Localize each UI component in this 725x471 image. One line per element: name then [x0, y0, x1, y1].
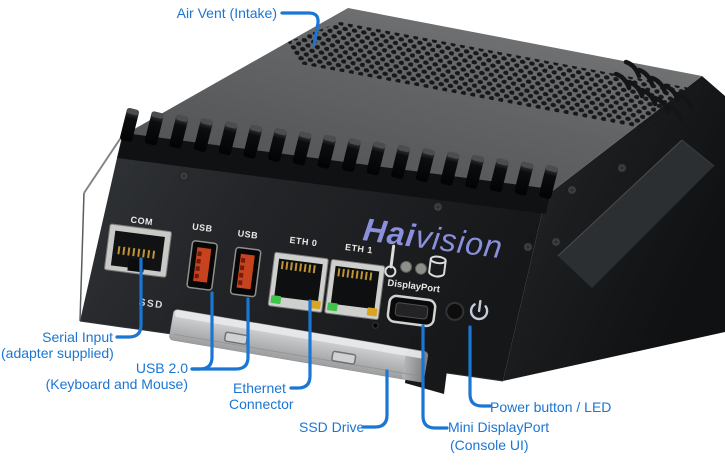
- ssd-panel-label: SSD: [138, 297, 164, 311]
- temperature-icon: [384, 244, 397, 278]
- air-vent-callout-label: Air Vent (Intake): [176, 5, 277, 21]
- callout-line-ethernet: [289, 299, 312, 390]
- callout-line-air-vent: [280, 11, 320, 47]
- screw-icon: [566, 184, 578, 196]
- callout-line-ssd: [361, 369, 389, 429]
- ethernet-callout-label-2: Connector: [229, 396, 294, 412]
- front-left-chamfer: [83, 135, 123, 194]
- ssd-callout-label: SSD Drive: [299, 419, 365, 435]
- callout-line-serial: [115, 257, 143, 339]
- front-left-edge: [79, 192, 85, 322]
- usb-port-2: [229, 246, 262, 298]
- screw-icon: [616, 162, 628, 174]
- eth0-label: ETH 0: [289, 235, 318, 248]
- usb-port-1: [186, 240, 218, 291]
- usb1-label: USB: [192, 221, 214, 234]
- storage-drive-icon: [428, 255, 447, 278]
- screw-icon: [432, 201, 444, 213]
- front-panel-ports: COM USB USB ETH 0: [104, 215, 489, 329]
- usb2-label: USB: [237, 228, 259, 241]
- temperature-led: [400, 260, 413, 273]
- mini-dp-callout-label-2: (Console UI): [450, 437, 529, 453]
- eth1-activity-led: [366, 307, 378, 317]
- eth1-label: ETH 1: [344, 242, 373, 255]
- mini-dp-callout-label-1: Mini DisplayPort: [448, 419, 550, 435]
- com-label: COM: [130, 215, 154, 228]
- mini-displayport-port: [386, 294, 437, 328]
- usb-callout-label-2: (Keyboard and Mouse): [45, 376, 188, 392]
- callout-line-usb2: [190, 297, 250, 371]
- power-callout-label: Power button / LED: [490, 399, 612, 415]
- eth-port-0: [267, 251, 329, 313]
- ssd-drive: [169, 309, 429, 383]
- callout-line-mini-dp: [421, 324, 449, 430]
- air-vent-perforations: [288, 22, 690, 130]
- com-serial-port: [104, 223, 172, 278]
- callout-line-usb1: [190, 291, 214, 371]
- mounting-bracket: [557, 139, 715, 288]
- power-button: [445, 301, 465, 321]
- callout-line-power: [468, 325, 492, 408]
- screw-icon: [550, 236, 562, 248]
- ethernet-callout-label-1: Ethernet: [233, 380, 286, 396]
- corner-vent-chevrons: [613, 59, 694, 123]
- eth-port-1: [324, 259, 386, 320]
- storage-led: [414, 262, 427, 275]
- eth0-activity-led: [310, 300, 321, 310]
- device-top-panel: [122, 8, 702, 196]
- usb-callout-label-1: USB 2.0: [135, 360, 188, 376]
- power-icon: [469, 299, 489, 321]
- serial-callout-label-2: (adapter supplied): [1, 345, 114, 361]
- reset-pinhole: [372, 322, 379, 329]
- screw-icon: [522, 241, 534, 253]
- serial-callout-label-1: Serial Input: [42, 329, 113, 345]
- eth0-link-led: [270, 295, 282, 305]
- screw-icon: [178, 170, 190, 182]
- eth1-link-led: [327, 302, 338, 312]
